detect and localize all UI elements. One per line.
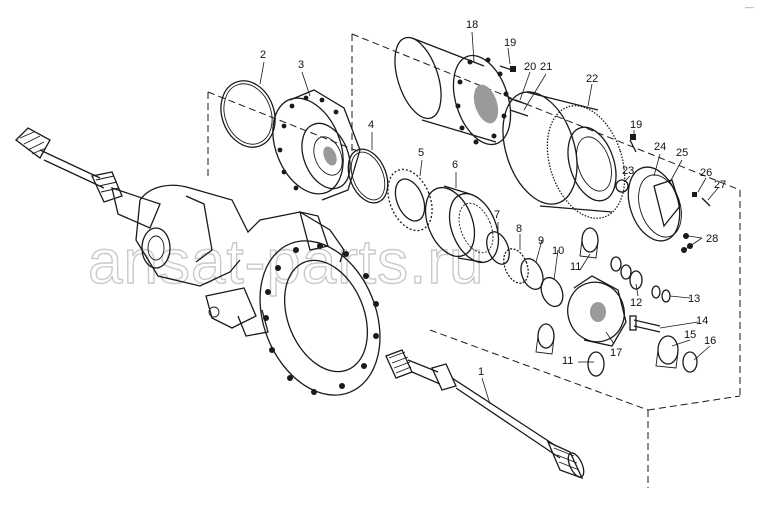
corner-mark: — xyxy=(745,2,754,12)
callout-7: 7 xyxy=(494,209,500,221)
callout-leaders xyxy=(259,31,719,405)
part-28-nuts xyxy=(681,233,693,253)
callout-13: 13 xyxy=(688,293,700,305)
part-8-bearing xyxy=(503,248,529,284)
callout-21: 21 xyxy=(540,61,552,73)
callout-14: 14 xyxy=(696,315,708,327)
callout-9: 9 xyxy=(538,235,544,247)
part-9-ring xyxy=(520,258,544,290)
callout-16: 16 xyxy=(704,335,716,347)
part-22-brake-drum xyxy=(502,91,626,219)
part-20-stud xyxy=(507,97,527,105)
part-2-o-ring xyxy=(220,80,276,148)
callout-25: 25 xyxy=(676,147,688,159)
callout-23: 23 xyxy=(622,165,634,177)
part-6-ring-gear xyxy=(424,185,500,264)
part-14-pin xyxy=(629,315,661,333)
callout-3: 3 xyxy=(298,59,304,71)
part-12-bushing xyxy=(610,256,643,290)
part-3-hub-carrier xyxy=(272,89,361,201)
part-7-ring xyxy=(486,231,510,265)
part-19-bolt-right xyxy=(629,134,637,153)
callout-22: 22 xyxy=(586,73,598,85)
callout-19-upper: 19 xyxy=(504,37,516,49)
part-11-planet-gear-upper xyxy=(579,227,599,259)
callout-8: 8 xyxy=(516,223,522,235)
callout-15: 15 xyxy=(684,329,696,341)
callout-26: 26 xyxy=(700,167,712,179)
assembly-frame-outer xyxy=(207,33,741,488)
part-1-axle-shaft xyxy=(385,349,585,480)
callout-4: 4 xyxy=(368,119,374,131)
callout-17: 17 xyxy=(610,347,622,359)
part-19-bolt-upper xyxy=(499,65,516,72)
callout-28: 28 xyxy=(706,233,718,245)
axle-shaft-left xyxy=(15,127,161,229)
part-13-washer xyxy=(651,285,671,303)
part-5-toothed-gear xyxy=(387,168,433,232)
axle-housing xyxy=(135,184,381,396)
part-11-planet-gear-lower xyxy=(535,323,605,377)
part-16-ring xyxy=(682,351,698,373)
callout-12: 12 xyxy=(630,297,642,309)
part-21-stud xyxy=(509,109,529,117)
callout-11-upper: 11 xyxy=(570,261,581,273)
part-10-washer xyxy=(540,276,564,308)
part-18-hub-drum xyxy=(394,36,512,146)
part-15-gear xyxy=(655,335,679,369)
callout-27: 27 xyxy=(714,179,726,191)
callout-20: 20 xyxy=(524,61,536,73)
part-25-plate xyxy=(653,179,681,228)
callout-11-lower: 11 xyxy=(562,355,573,367)
callout-labels: 1 2 3 4 5 6 7 8 9 10 11 11 12 13 14 15 1… xyxy=(260,19,726,378)
callout-18: 18 xyxy=(466,19,478,31)
callout-6: 6 xyxy=(452,159,458,171)
part-27-bolt xyxy=(701,197,711,207)
callout-19-right: 19 xyxy=(630,119,642,131)
callout-24: 24 xyxy=(654,141,666,153)
part-23-nut xyxy=(615,179,629,193)
part-4-snap-ring xyxy=(347,148,389,204)
callout-1: 1 xyxy=(478,366,484,378)
part-26-plug xyxy=(692,192,697,197)
part-17-planet-carrier xyxy=(567,275,627,347)
callout-2: 2 xyxy=(260,49,266,61)
callout-10: 10 xyxy=(552,245,564,257)
callout-5: 5 xyxy=(418,147,424,159)
